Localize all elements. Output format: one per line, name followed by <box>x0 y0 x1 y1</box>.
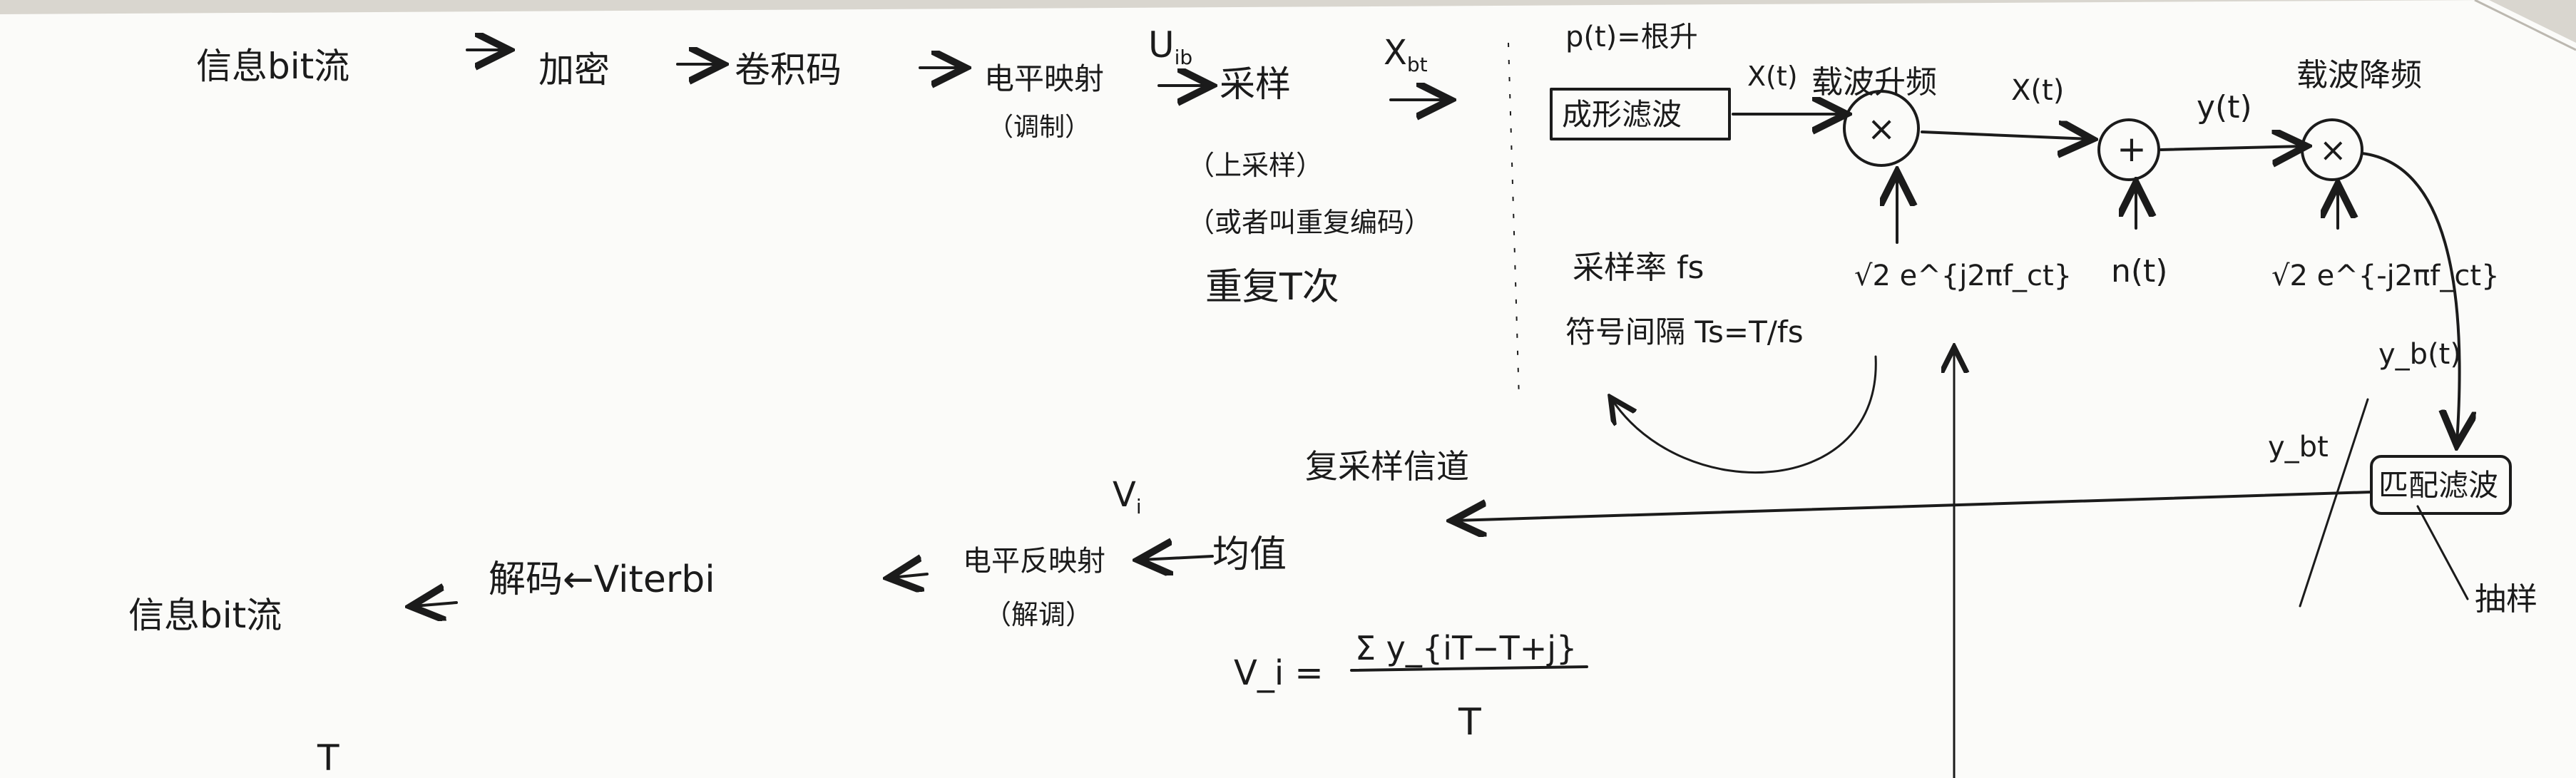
upconvert-mixer-symbol: × <box>1867 109 1896 149</box>
symbol-interval-label: 符号间隔 Ts=T/fs <box>1565 314 1804 349</box>
shaping-filter-label: 成形滤波 <box>1562 97 1682 132</box>
pt-label: p(t)=根升 <box>1565 21 1698 53</box>
xt-label: X(t) <box>1747 61 1798 92</box>
feedback-loop <box>1612 355 1877 474</box>
v-i-sub: i <box>1136 495 1142 518</box>
sqrt2-conj-label: √2 e^{-j2πf_ct} <box>2271 260 2500 292</box>
switch-line-2 <box>2416 505 2469 600</box>
carrier-up-label: 载波升频 <box>1811 64 1937 101</box>
v-i-label: Vi <box>1113 475 1142 518</box>
downconvert-mixer-symbol: × <box>2319 130 2347 169</box>
matched-filter-label: 匹配滤波 <box>2378 468 2498 503</box>
x-bt-sub: bt <box>1407 53 1428 76</box>
u-ib-label: Uib <box>1148 24 1192 69</box>
u-ib-sub: ib <box>1175 46 1193 69</box>
sampling-note-2: （或者叫重复编码） <box>1187 207 1431 238</box>
shaping-filter-box <box>1550 88 1731 140</box>
sampling-rate-label: 采样率 fs <box>1573 250 1704 286</box>
conv-code-label: 卷积码 <box>735 49 842 91</box>
info-bits-out-label: 信息bit流 <box>128 595 282 636</box>
info-bits-label: 信息bit流 <box>196 46 349 87</box>
arrow-to-viterbi <box>891 574 929 578</box>
sqrt2-carrier-label: √2 e^{j2πf_ct} <box>1854 260 2072 292</box>
arrow-v <box>1141 556 1214 560</box>
x-bt-label: Xbt <box>1384 33 1428 76</box>
sampling-label: 采样 <box>1220 63 1291 105</box>
yt-label: y(t) <box>2197 89 2252 126</box>
upconvert-mixer <box>1843 90 1920 167</box>
sampling-note-1: （上采样） <box>1187 150 1323 181</box>
modulation-label: （调制） <box>988 113 1090 142</box>
noise-label: n(t) <box>2111 253 2167 290</box>
viterbi-decode-label: 解码←Viterbi <box>489 558 715 601</box>
matched-filter-box <box>2370 455 2512 515</box>
switch-line <box>2299 398 2369 608</box>
xt-out-label: X(t) <box>2011 74 2064 107</box>
resample-channel-label: 复采样信道 <box>1305 447 1469 486</box>
sampling-output-label: 抽样 <box>2475 581 2537 618</box>
encrypt-label: 加密 <box>538 49 610 91</box>
demod-label: （解调） <box>984 599 1093 630</box>
path-to-matched-filter <box>2361 152 2460 442</box>
arrow-from-matched-filter <box>1455 491 2373 521</box>
yb-t-label: y_b(t) <box>2378 338 2461 371</box>
arrow-to-mixer2 <box>2160 146 2304 150</box>
level-demap-label: 电平反映射 <box>963 545 1105 578</box>
arrow-to-adder <box>1921 132 2090 139</box>
paper-edge <box>2474 0 2576 51</box>
repeat-t-label: 重复T次 <box>1205 266 1339 309</box>
carrier-down-label: 载波降频 <box>2296 57 2422 93</box>
stray-t-label: T <box>317 737 339 778</box>
noise-adder-symbol: + <box>2117 128 2147 170</box>
formula-numerator: Σ y_{iT−T+j} <box>1355 629 1577 667</box>
arrow-to-output <box>414 603 458 606</box>
ybt-label: y_bt <box>2268 431 2329 464</box>
formula-denominator: T <box>1458 701 1481 744</box>
level-map-label: 电平映射 <box>984 61 1104 96</box>
formula-lhs: V_i = <box>1234 653 1324 693</box>
mean-label: 均值 <box>1212 533 1287 576</box>
formula-bar <box>1350 665 1588 672</box>
